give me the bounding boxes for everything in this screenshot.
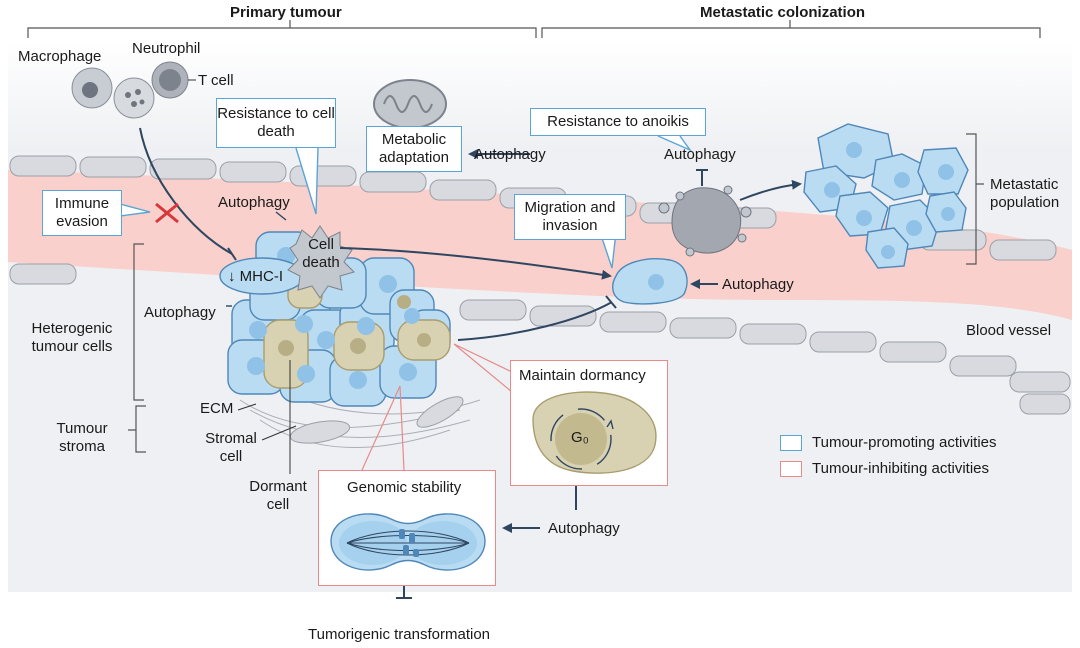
immune-callout-pointer xyxy=(119,203,151,217)
metastatic-bracket-right xyxy=(966,133,984,265)
dormant-cell-label: Dormant cell xyxy=(249,478,307,513)
header-primary-tumour: Primary tumour xyxy=(230,4,342,21)
t-cell-icon xyxy=(151,61,189,99)
legend-inhibiting: Tumour-inhibiting activities xyxy=(780,460,989,477)
tumour-nuclei xyxy=(247,247,420,389)
ecm-label: ECM xyxy=(200,400,234,417)
migration-callout-pointer xyxy=(599,231,617,269)
stroma-bracket xyxy=(128,405,146,453)
autophagy-label-anoikis: Autophagy xyxy=(664,146,736,163)
metastatic-nuclei xyxy=(824,142,955,259)
genomic-connector xyxy=(361,385,405,471)
g0-label: G₀ xyxy=(571,429,589,446)
legend-promoting-label: Tumour-promoting activities xyxy=(812,434,997,451)
stromal-cell-label: Stromal cell xyxy=(205,430,257,465)
cell-death-label: Cell death xyxy=(302,236,340,271)
dormancy-connector xyxy=(453,343,513,393)
metastatic-bracket xyxy=(541,20,1041,38)
header-metastatic-colonization: Metastatic colonization xyxy=(700,4,866,21)
anoikis-cell-icon xyxy=(658,185,752,257)
legend-promoting-swatch xyxy=(780,434,802,451)
dying-cell-icon xyxy=(287,225,355,299)
autophagy-label-metabolic: Autophagy xyxy=(474,146,546,163)
inhibit-bars xyxy=(275,211,287,221)
autophagy-label-migration: Autophagy xyxy=(722,276,794,293)
migration-invasion-box: Migration and invasion xyxy=(514,194,626,240)
t-cell-label: T cell xyxy=(198,72,234,89)
mhc-i-label: ↓ MHC-I xyxy=(228,268,283,285)
autophagy-label-celldeath: Autophagy xyxy=(218,194,290,211)
legend-inhibiting-swatch xyxy=(780,460,802,477)
legend-inhibiting-label: Tumour-inhibiting activities xyxy=(812,460,990,477)
blocked-cross-icon xyxy=(155,202,179,224)
autophagy-label-mhc: Autophagy xyxy=(144,304,216,321)
blood-vessel-label: Blood vessel xyxy=(966,322,1052,339)
neutrophil-icon xyxy=(113,77,155,119)
genomic-stability-title: Genomic stability xyxy=(347,479,462,496)
maintain-dormancy-title: Maintain dormancy xyxy=(519,367,646,384)
dormant-cell-illustration xyxy=(532,391,657,474)
heterogenic-bracket xyxy=(133,243,144,401)
arrows xyxy=(139,127,802,599)
mitosis-illustration xyxy=(330,513,486,571)
celldeath-callout-pointer xyxy=(295,147,319,215)
blood-vessel xyxy=(8,170,1072,320)
heterogenic-tumour-cells-label: Heterogenic tumour cells xyxy=(31,320,113,355)
endothelium-lower xyxy=(9,263,1071,415)
tumorigenic-transformation-label: Tumorigenic transformation xyxy=(308,626,491,643)
macrophage-label: Macrophage xyxy=(18,48,102,65)
immune-evasion-box: Immune evasion xyxy=(42,190,122,236)
genomic-stability-panel: Genomic stability xyxy=(318,470,496,586)
maintain-dormancy-panel: Maintain dormancy G₀ xyxy=(510,360,668,486)
resistance-cell-death-box: Resistance to cell death xyxy=(216,98,336,148)
resistance-anoikis-box: Resistance to anoikis xyxy=(530,108,706,136)
macrophage-icon xyxy=(71,67,113,109)
primary-bracket xyxy=(27,20,537,38)
ecm-pointer xyxy=(237,403,257,411)
metastatic-population-label: Metastatic population xyxy=(990,176,1060,211)
neutrophil-label: Neutrophil xyxy=(132,40,201,57)
autophagy-label-genomic: Autophagy xyxy=(548,520,620,537)
legend-promoting: Tumour-promoting activities xyxy=(780,434,997,451)
anoikis-callout-pointer xyxy=(657,135,693,152)
tumour-stroma-label: Tumour stroma xyxy=(56,420,108,455)
dormant-nuclei xyxy=(278,295,431,356)
mitochondrion-icon xyxy=(373,79,447,129)
metabolic-adaptation-box: Metabolic adaptation xyxy=(366,126,462,172)
